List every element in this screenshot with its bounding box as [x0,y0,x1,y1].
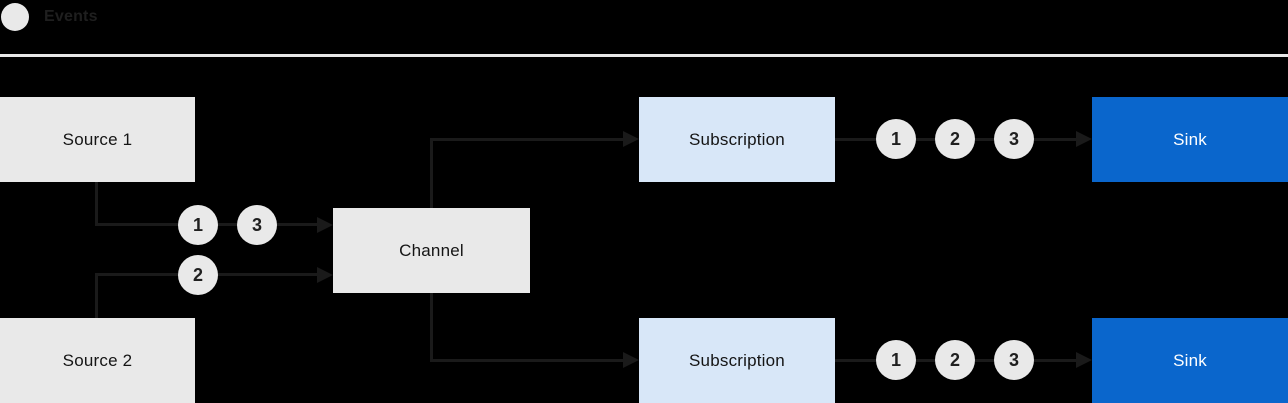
arrowhead-channel-to-subscription-top-icon [623,131,639,147]
event-badge: 3 [994,119,1034,159]
arrowhead-source1-to-channel-icon [317,217,333,233]
node-sink-top: Sink [1092,97,1288,182]
node-subscription-top: Subscription [639,97,835,182]
arrowhead-subscription-top-to-sink-icon [1076,131,1092,147]
event-badge: 2 [935,119,975,159]
node-source-2: Source 2 [0,318,195,403]
node-subscription-bottom: Subscription [639,318,835,403]
event-badge: 2 [935,340,975,380]
node-sink-top-label: Sink [1173,129,1207,149]
event-badge: 1 [876,119,916,159]
event-badge: 1 [876,340,916,380]
node-sink-bottom: Sink [1092,318,1288,403]
event-badge: 3 [237,205,277,245]
connector-channel-top-vertical [430,139,433,208]
event-badge: 1 [178,205,218,245]
connector-source1-vertical [95,182,98,224]
connector-source2-vertical [95,275,98,318]
arrowhead-channel-to-subscription-bottom-icon [623,352,639,368]
node-source-1: Source 1 [0,97,195,182]
legend-label: Events [44,8,98,25]
connector-channel-bottom-vertical [430,293,433,360]
event-badge: 2 [178,255,218,295]
node-sink-bottom-label: Sink [1173,350,1207,370]
arrowhead-source2-to-channel-icon [317,267,333,283]
node-subscription-top-label: Subscription [689,129,785,149]
legend-divider [0,54,1288,57]
node-source-1-label: Source 1 [62,129,133,149]
connector-channel-top-horizontal [430,138,625,141]
node-subscription-bottom-label: Subscription [689,350,785,370]
event-badge: 3 [994,340,1034,380]
node-channel-label: Channel [399,240,464,260]
connector-channel-bottom-horizontal [430,359,625,362]
arrowhead-subscription-bottom-to-sink-icon [1076,352,1092,368]
node-channel: Channel [333,208,530,293]
event-legend-circle-icon [1,3,29,31]
node-source-2-label: Source 2 [62,350,133,370]
